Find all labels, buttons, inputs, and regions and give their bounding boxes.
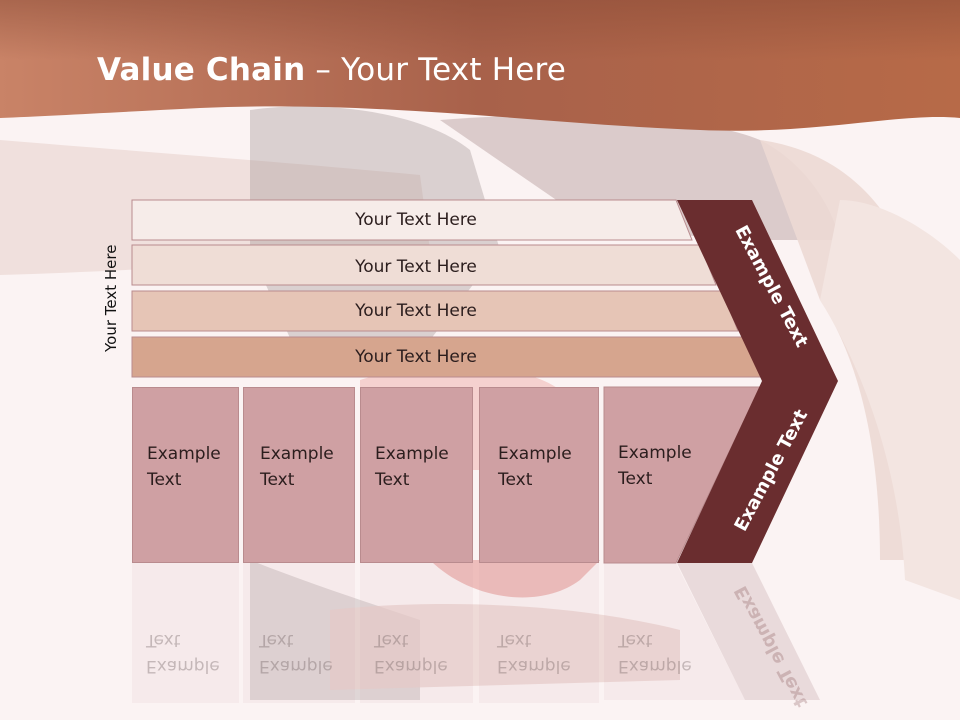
bar-4-label: Your Text Here (355, 347, 477, 367)
bar-2-label: Your Text Here (355, 257, 477, 277)
chevron-reflection (677, 563, 820, 700)
page-title: Value Chain – Your Text Here (97, 52, 566, 88)
bar-3-label: Your Text Here (355, 301, 477, 321)
column-shape-5 (603, 386, 761, 564)
bar-shape-1 (131, 199, 693, 241)
bar-1-label: Your Text Here (355, 210, 477, 230)
bar-shape-2 (131, 244, 717, 286)
page-title-rest: – Your Text Here (305, 52, 567, 88)
chevron-arrow (677, 200, 838, 563)
bar-shape-3 (131, 290, 739, 332)
page-title-bold: Value Chain (97, 52, 306, 88)
